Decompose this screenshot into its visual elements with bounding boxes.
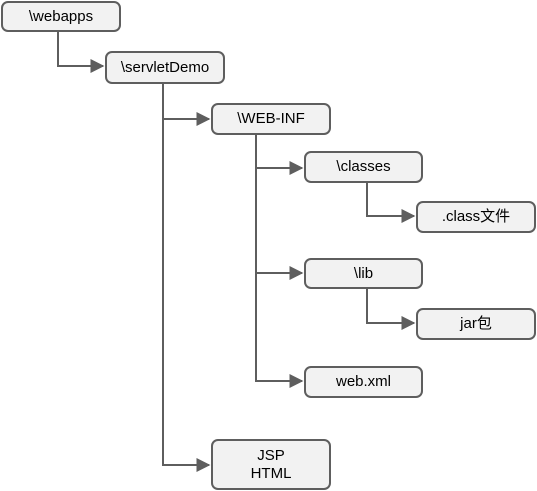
node-servletdemo: \servletDemo: [105, 51, 225, 84]
node-class-files: .class文件: [416, 201, 536, 233]
node-jar: jar包: [416, 308, 536, 340]
node-jsp-html: JSP HTML: [211, 439, 331, 490]
edge-servletdemo-web-inf: [162, 84, 211, 126]
edge-lib-jar: [366, 289, 416, 330]
node-jsp-html-line1: JSP: [257, 446, 285, 464]
edge-web-inf-classes: [255, 135, 304, 175]
node-web-inf-label: \WEB-INF: [237, 110, 305, 127]
edge-web-inf-lib: [255, 168, 304, 280]
node-classes: \classes: [304, 151, 423, 183]
node-webapps-label: \webapps: [28, 7, 94, 25]
edge-classes-class-files: [366, 183, 416, 223]
node-class-files-label: .class文件: [441, 208, 511, 225]
node-servletdemo-label: \servletDemo: [120, 58, 210, 76]
edge-webapps-servletdemo: [57, 32, 105, 73]
node-web-xml: web.xml: [304, 366, 423, 398]
edge-servletdemo-jsp-html: [162, 119, 211, 472]
node-lib-label: \lib: [353, 264, 374, 282]
node-jsp-html-line2: HTML: [250, 464, 292, 482]
node-classes-label: \classes: [336, 158, 391, 175]
node-lib: \lib: [304, 258, 423, 289]
edge-web-inf-web-xml: [255, 273, 304, 388]
node-web-xml-label: web.xml: [335, 373, 391, 390]
node-jar-label: jar包: [460, 315, 492, 332]
node-webapps: \webapps: [1, 1, 121, 32]
node-web-inf: \WEB-INF: [211, 103, 331, 135]
